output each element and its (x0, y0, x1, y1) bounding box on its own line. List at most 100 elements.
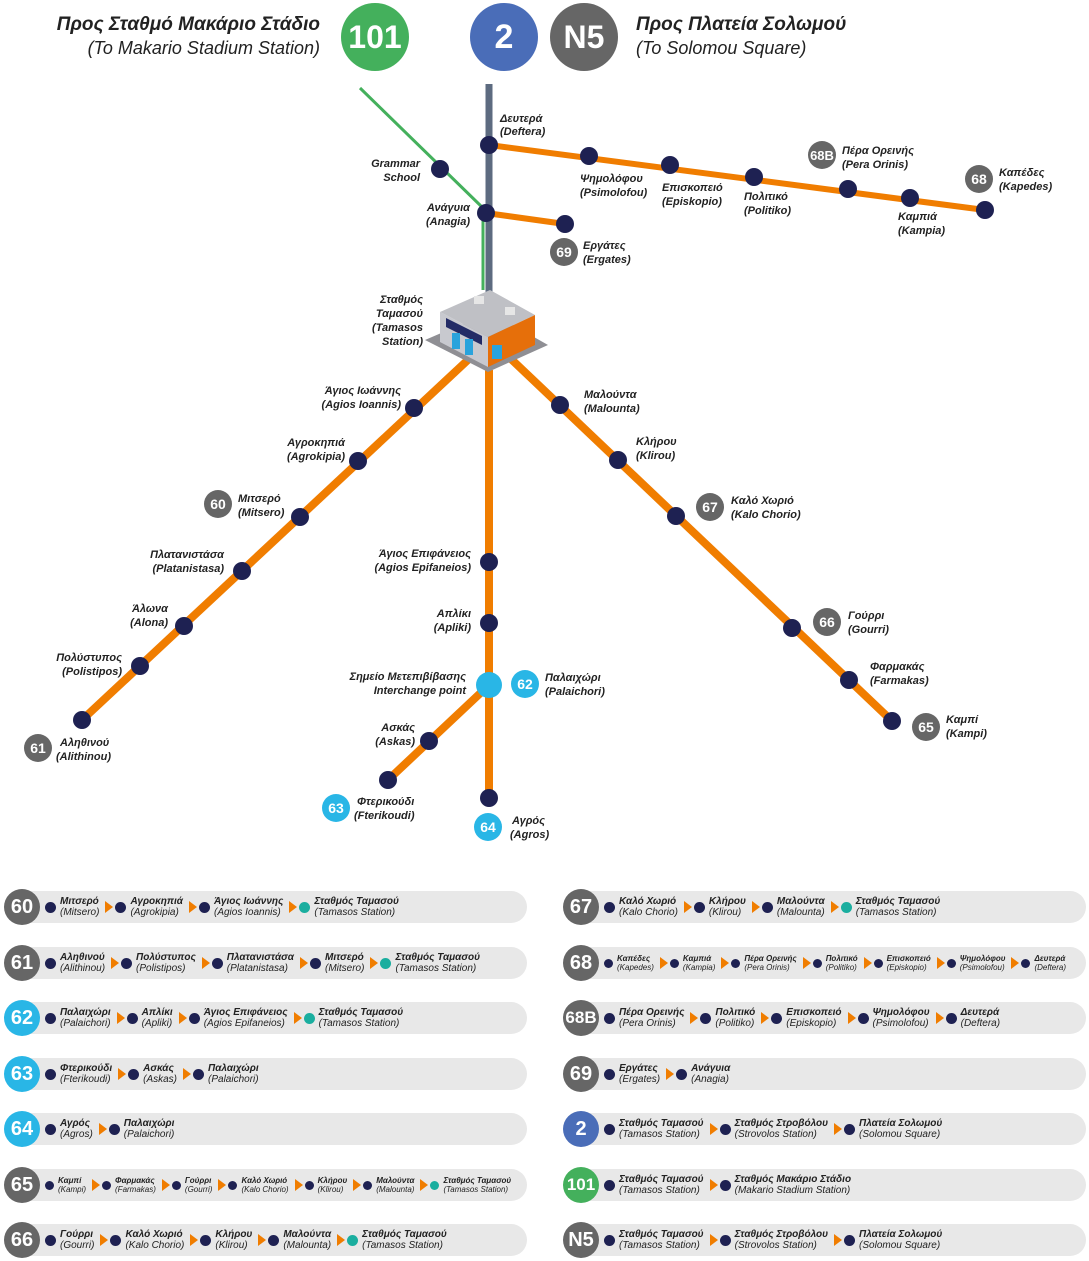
orange-arrow-icon (683, 901, 692, 913)
stop-klirou[interactable] (609, 451, 627, 469)
stop-politiko[interactable] (745, 168, 763, 186)
route-stop: Κλήρου(Klirou) (304, 1176, 347, 1194)
stop-kapedes[interactable] (976, 201, 994, 219)
stop-pera-orinis[interactable] (839, 180, 857, 198)
route-stop: Μαλούντα(Malounta) (363, 1176, 414, 1194)
stop-deftera[interactable] (480, 136, 498, 154)
stop-agros[interactable] (480, 789, 498, 807)
stop-kampi[interactable] (883, 712, 901, 730)
stop-agrokipia[interactable] (349, 452, 367, 470)
stop-name-greek: Φτερικούδι (60, 1063, 113, 1074)
stop-name-greek: Αγροκηπιά (130, 896, 183, 907)
route-badge-61: 61 (4, 945, 40, 981)
stop-platanistasa[interactable] (233, 562, 251, 580)
stop-name-greek: Δευτερά (960, 1007, 1000, 1018)
label-station-gr1: Σταθμός (379, 294, 423, 306)
stop-name-english: (Tamasos Station) (855, 907, 937, 918)
stop-kalo-chorio[interactable] (667, 507, 685, 525)
stop-name-greek: Εργάτες (619, 1063, 658, 1074)
stop-name-greek: Καλό Χωριό (241, 1176, 288, 1185)
terminal-stop-dot (380, 957, 392, 969)
label-episkopio-gr: Επισκοπειό (662, 182, 723, 194)
map-badge-63-bg (322, 794, 350, 822)
stop-name: Ψημολόφου(Psimolofou) (873, 1007, 930, 1029)
stop-dot (45, 1180, 54, 1190)
label-klirou-gr: Κλήρου (636, 436, 677, 448)
stop-farmakas[interactable] (840, 671, 858, 689)
route-69-line (485, 210, 566, 227)
stop-kampia[interactable] (901, 189, 919, 207)
stop-dot (128, 1068, 140, 1080)
stop-dot (669, 958, 679, 968)
header-badge-n5: N5 (550, 3, 618, 71)
stop-agios-ioannis[interactable] (405, 399, 423, 417)
stop-name-english: (Pera Orinis) (619, 1018, 676, 1029)
stop-dot (604, 1068, 615, 1080)
label-grammar-gr: Grammar (371, 158, 421, 170)
stop-malounta[interactable] (551, 396, 569, 414)
route-stop: Γούρρι(Gourri) (45, 1229, 94, 1251)
route-stops: Παλαιχώρι(Palaichori)Απλίκι(Apliki)Άγιος… (45, 1002, 519, 1034)
stop-name: Σταθμός Ταμασού(Tamasos Station) (395, 952, 480, 974)
stop-name: Φαρμακάς(Farmakas) (115, 1176, 156, 1194)
stop-dot (693, 901, 705, 913)
stop-psimolofou[interactable] (580, 147, 598, 165)
orange-arrow-icon (370, 957, 379, 969)
interchange-point[interactable] (476, 672, 502, 698)
stop-askas[interactable] (420, 732, 438, 750)
route-stop: Άγιος Ιωάννης(Agios Ioannis) (198, 896, 283, 918)
orange-arrow-icon (161, 1179, 170, 1191)
stop-name-english: (Tamasos Station) (318, 1018, 400, 1029)
stop-episkopio[interactable] (661, 156, 679, 174)
stop-name: Πλατανιστάσα(Platanistasa) (227, 952, 294, 974)
map-badge-62: 62 (517, 676, 533, 692)
orange-arrow-icon (190, 1234, 199, 1246)
stop-fterikoudi[interactable] (379, 771, 397, 789)
map-badge-69-bg (550, 238, 578, 266)
stop-name: Πλατεία Σολωμού(Solomou Square) (859, 1229, 942, 1251)
stop-alona[interactable] (175, 617, 193, 635)
stop-anagia[interactable] (477, 204, 495, 222)
stop-ergates[interactable] (556, 215, 574, 233)
stop-agios-epifaneios[interactable] (480, 553, 498, 571)
stop-polistipos[interactable] (131, 657, 149, 675)
label-kapedes-gr: Καπέδες (999, 167, 1045, 179)
stop-name-greek: Μιτσερό (324, 952, 364, 963)
stop-name: Σταθμός Ταμασού(Tamasos Station) (856, 896, 941, 918)
map-badge-65-bg (912, 713, 940, 741)
header-left: Προς Σταθμό Μακάριο Στάδιο (To Makario S… (40, 14, 320, 59)
route-stop: Σταθμός Στροβόλου(Strovolos Station) (719, 1229, 828, 1251)
route-stop: Πολύστυπος(Polistipos) (121, 952, 196, 974)
label-ergates-en: (Ergates) (583, 254, 631, 266)
stop-alithinou[interactable] (73, 711, 91, 729)
stop-dot (121, 957, 133, 969)
stop-name: Σταθμός Μακάριο Στάδιο(Makario Stadium S… (735, 1174, 851, 1196)
stop-apliki[interactable] (480, 614, 498, 632)
stop-name-english: (Malounta) (283, 1240, 332, 1251)
route-stop: Σταθμός Ταμασού(Tamasos Station) (840, 896, 941, 918)
stop-mitsero[interactable] (291, 508, 309, 526)
stop-name: Φτερικούδι(Fterikoudi) (60, 1063, 112, 1085)
orange-arrow-icon (178, 1012, 187, 1024)
stop-name-greek: Πλατανιστάσα (226, 952, 294, 963)
stop-grammar-school[interactable] (431, 160, 449, 178)
stop-gourri[interactable] (783, 619, 801, 637)
route-stop: Παλαιχώρι(Palaichori) (45, 1007, 111, 1029)
label-episkopio-en: (Episkopio) (662, 196, 722, 208)
stop-name-english: (Politiko) (825, 963, 857, 972)
map-labels: Δευτερά (Deftera) Ψημολόφου (Psimolofou)… (56, 113, 1053, 841)
